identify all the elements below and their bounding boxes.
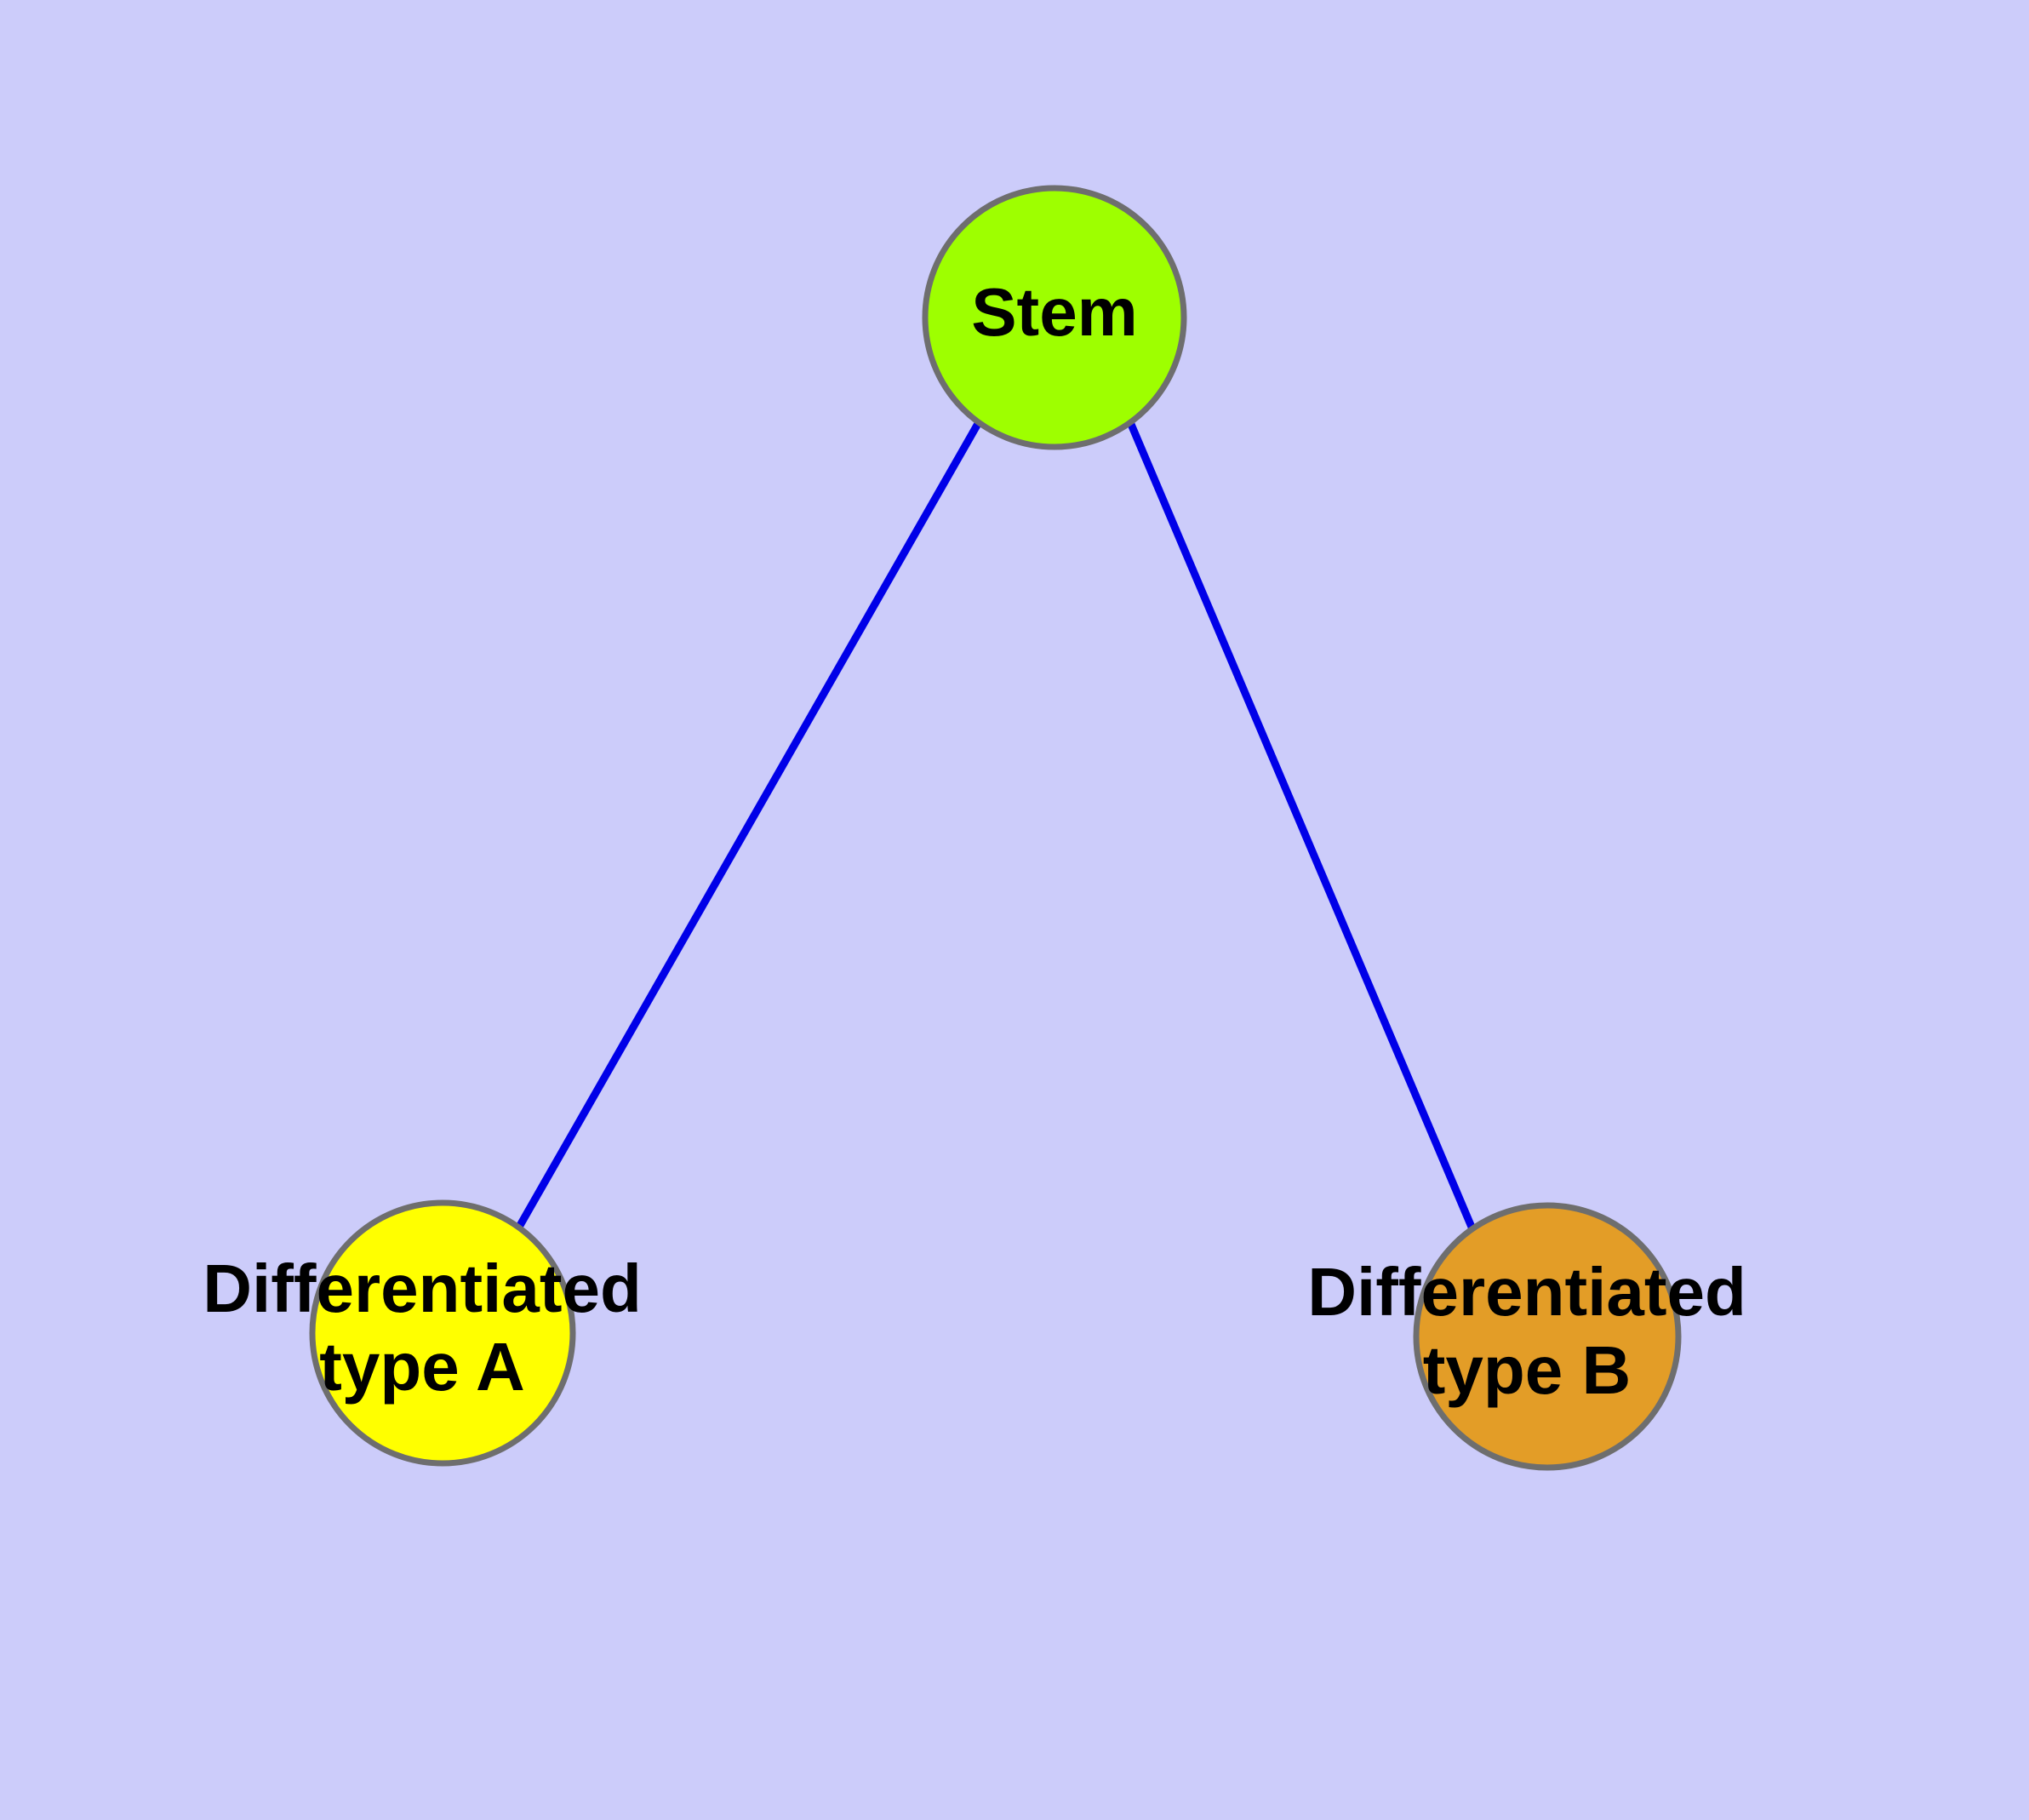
edge-layer <box>515 420 1477 1233</box>
graph-node-diff_a[interactable] <box>309 1199 576 1467</box>
node-label-line: Differentiated <box>1307 1254 1746 1330</box>
node-label-line: Differentiated <box>203 1251 642 1326</box>
graph-edge-stem-to-diff-b[interactable] <box>1126 421 1477 1233</box>
node-label-line: type A <box>319 1329 525 1405</box>
node-label-line: type B <box>1423 1332 1632 1408</box>
graph-node-diff_b[interactable] <box>1413 1202 1682 1471</box>
node-label-line: Stem <box>971 274 1138 350</box>
graph-node-stem[interactable] <box>922 185 1187 450</box>
node-label-stem: Stem <box>971 274 1138 350</box>
node-layer <box>309 185 1682 1471</box>
graph-edge-stem-to-diff-a[interactable] <box>515 420 982 1231</box>
